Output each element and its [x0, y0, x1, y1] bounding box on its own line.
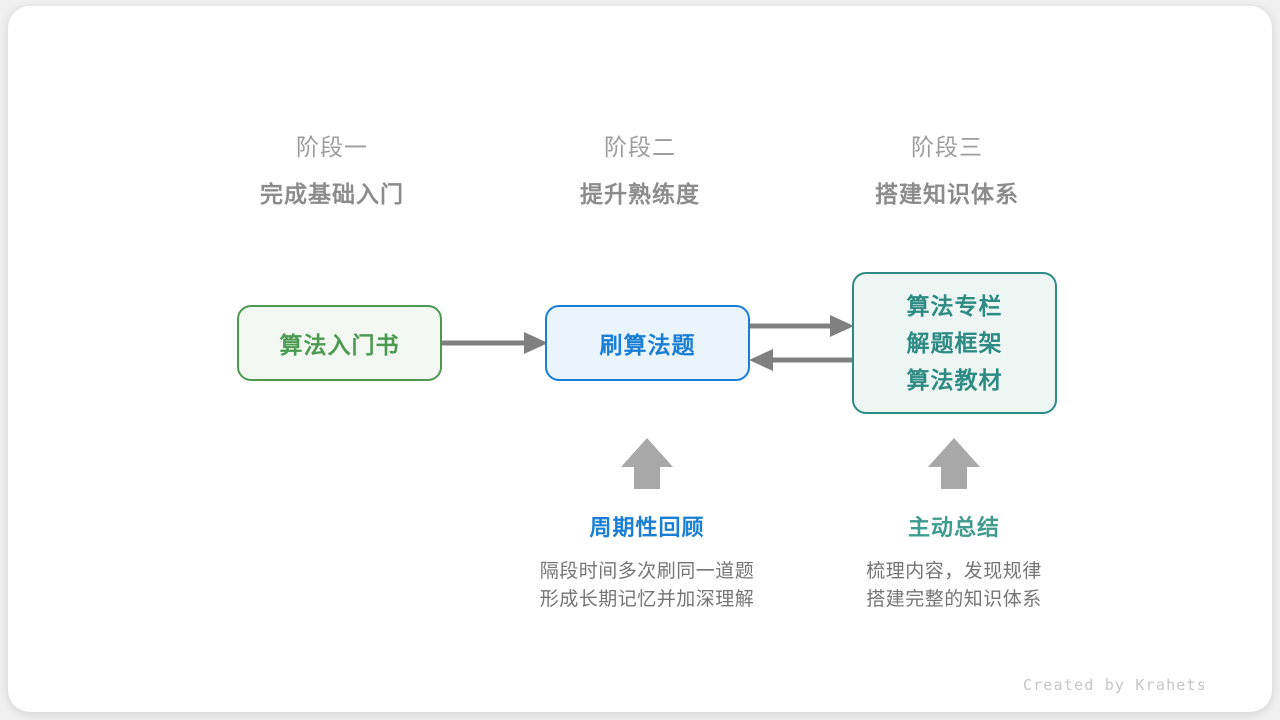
- node-resources-label-1: 算法专栏: [906, 292, 1003, 319]
- stage-title: 完成基础入门: [260, 181, 404, 207]
- annotation-review: 周期性回顾 隔段时间多次刷同一道题 形成长期记忆并加深理解: [482, 514, 812, 614]
- annotation-summary: 主动总结 梳理内容，发现规律 搭建完整的知识体系: [789, 514, 1119, 614]
- stage-number: 阶段二: [604, 134, 676, 160]
- connector-summary-up: [928, 438, 980, 489]
- annotation-review-desc-line-1: 隔段时间多次刷同一道题: [539, 561, 755, 582]
- connector-practice-to-resources: [750, 315, 854, 337]
- annotation-review-title: 周期性回顾: [589, 515, 705, 540]
- stage-number: 阶段一: [296, 134, 368, 160]
- node-resources-label-2: 解题框架: [906, 329, 1003, 356]
- connector-book-to-practice: [442, 332, 548, 354]
- stage-title: 提升熟练度: [580, 181, 700, 207]
- stage-number: 阶段三: [911, 134, 983, 160]
- connector-resources-to-practice: [749, 349, 852, 371]
- annotation-review-desc-line-2: 形成长期记忆并加深理解: [539, 589, 755, 610]
- stage-header-1: 阶段一 完成基础入门: [182, 132, 482, 209]
- node-practice-label: 刷算法题: [599, 332, 696, 358]
- annotation-review-desc: 隔段时间多次刷同一道题 形成长期记忆并加深理解: [482, 558, 812, 614]
- stage-header-2: 阶段二 提升熟练度: [490, 132, 790, 209]
- arrow-layer: [442, 315, 980, 489]
- connector-review-up: [621, 438, 673, 489]
- annotation-summary-desc-line-2: 搭建完整的知识体系: [866, 589, 1042, 610]
- node-book[interactable]: 算法入门书: [237, 305, 442, 381]
- node-book-label: 算法入门书: [279, 332, 400, 358]
- footer-credit: Created by Krahets: [1022, 676, 1207, 694]
- node-resources[interactable]: 算法专栏 解题框架 算法教材: [852, 272, 1057, 414]
- node-resources-label-3: 算法教材: [906, 366, 1003, 393]
- annotation-summary-desc: 梳理内容，发现规律 搭建完整的知识体系: [789, 558, 1119, 614]
- node-practice[interactable]: 刷算法题: [545, 305, 750, 381]
- annotation-summary-desc-line-1: 梳理内容，发现规律: [866, 561, 1042, 582]
- stage-title: 搭建知识体系: [875, 181, 1019, 207]
- stage-header-3: 阶段三 搭建知识体系: [797, 132, 1097, 209]
- diagram-card: 阶段一 完成基础入门 阶段二 提升熟练度 阶段三 搭建知识体系 算法入门书 刷算…: [8, 6, 1272, 712]
- annotation-summary-title: 主动总结: [907, 515, 1000, 540]
